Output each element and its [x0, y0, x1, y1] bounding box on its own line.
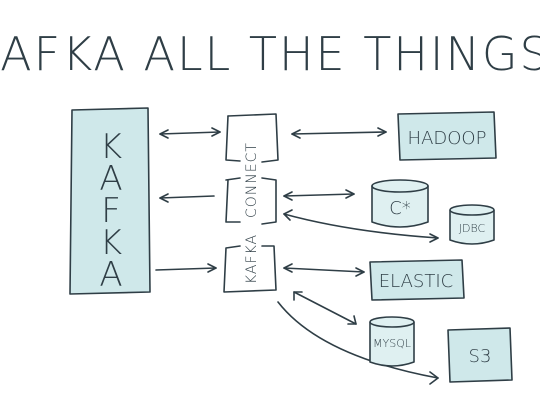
arrow-to-hadoop	[291, 131, 387, 135]
cstar-node: C*	[371, 179, 429, 228]
arrow-cstar-right-head	[345, 189, 355, 199]
s3-node: S3	[447, 327, 513, 383]
arrow-head-right-bottom	[207, 263, 217, 273]
connect-label-connect: CONNECT	[244, 142, 260, 218]
arrow-head-left-top	[159, 129, 169, 139]
connect-box-top	[227, 113, 279, 163]
kafka-letter-1: K	[100, 127, 122, 167]
arrow-elastic-left-head	[283, 263, 293, 273]
s3-box	[447, 327, 513, 383]
mysql-node: MYSQL	[369, 316, 415, 367]
jdbc-node: JDBC	[449, 204, 495, 245]
arrow-to-mysql	[293, 291, 357, 325]
elastic-node: ELASTIC	[369, 259, 465, 301]
arrow-jdbc-right-head	[429, 233, 439, 243]
diagram-title: KAFKA ALL THE THINGS!	[0, 27, 540, 81]
arrow-to-jdbc	[283, 213, 439, 239]
kafka-letter-3: F	[101, 191, 121, 231]
arrow-mysql-right-head	[347, 315, 357, 325]
connect-box-top-left	[225, 115, 241, 162]
arrow-head-left-mid	[159, 193, 169, 203]
kafka-box-shape	[69, 107, 151, 295]
arrow-mysql-left-head	[293, 291, 303, 301]
arrow-to-cstar	[283, 193, 355, 197]
elastic-box	[369, 259, 465, 301]
jdbc-cylinder-body	[449, 209, 495, 245]
kafka-to-connect-arrows	[155, 127, 221, 273]
connect-box-middle-left	[225, 177, 241, 223]
cstar-cylinder-body	[371, 185, 429, 228]
kafka-letter-2: A	[99, 159, 122, 199]
s3-label: S3	[469, 346, 492, 367]
cstar-label: C*	[389, 198, 411, 219]
arrow-head-right-top	[211, 127, 221, 137]
arrow-to-s3	[277, 301, 439, 379]
mysql-label: MYSQL	[373, 337, 411, 350]
jdbc-cylinder-top	[449, 204, 495, 216]
hadoop-label: HADOOP	[408, 128, 487, 149]
jdbc-label: JDBC	[459, 222, 486, 235]
arrow-cstar-left-head	[283, 191, 293, 201]
connect-box-middle-right	[261, 177, 277, 225]
cstar-cylinder-top	[371, 179, 429, 193]
arrow-hadoop-right-head	[377, 127, 387, 137]
elastic-label: ELASTIC	[379, 271, 453, 292]
hadoop-box	[397, 111, 497, 161]
kafka-cluster-box: K A F K A	[69, 107, 151, 295]
arrow-s3-right-head	[429, 371, 439, 385]
arrow-hadoop-left-head	[291, 129, 301, 139]
connect-label-kafka: KAFKA	[244, 234, 260, 284]
arrow-to-elastic	[283, 267, 365, 273]
arrow-kafka-connect-mid	[159, 195, 215, 199]
connect-box-bottom	[223, 245, 277, 293]
arrow-kafka-connect-top	[159, 131, 221, 135]
arrow-kafka-connect-bottom	[155, 267, 217, 271]
arrow-elastic-right-head	[355, 267, 365, 277]
kafka-connect-group: KAFKA CONNECT	[223, 113, 279, 293]
kafka-letter-4: K	[100, 223, 122, 263]
arrow-jdbc-left-head	[283, 209, 293, 221]
kafka-letter-5: A	[99, 255, 122, 295]
hadoop-node: HADOOP	[397, 111, 497, 161]
mysql-cylinder-top	[369, 316, 415, 328]
connect-to-targets-arrows	[277, 127, 439, 385]
mysql-cylinder-body	[369, 321, 415, 367]
